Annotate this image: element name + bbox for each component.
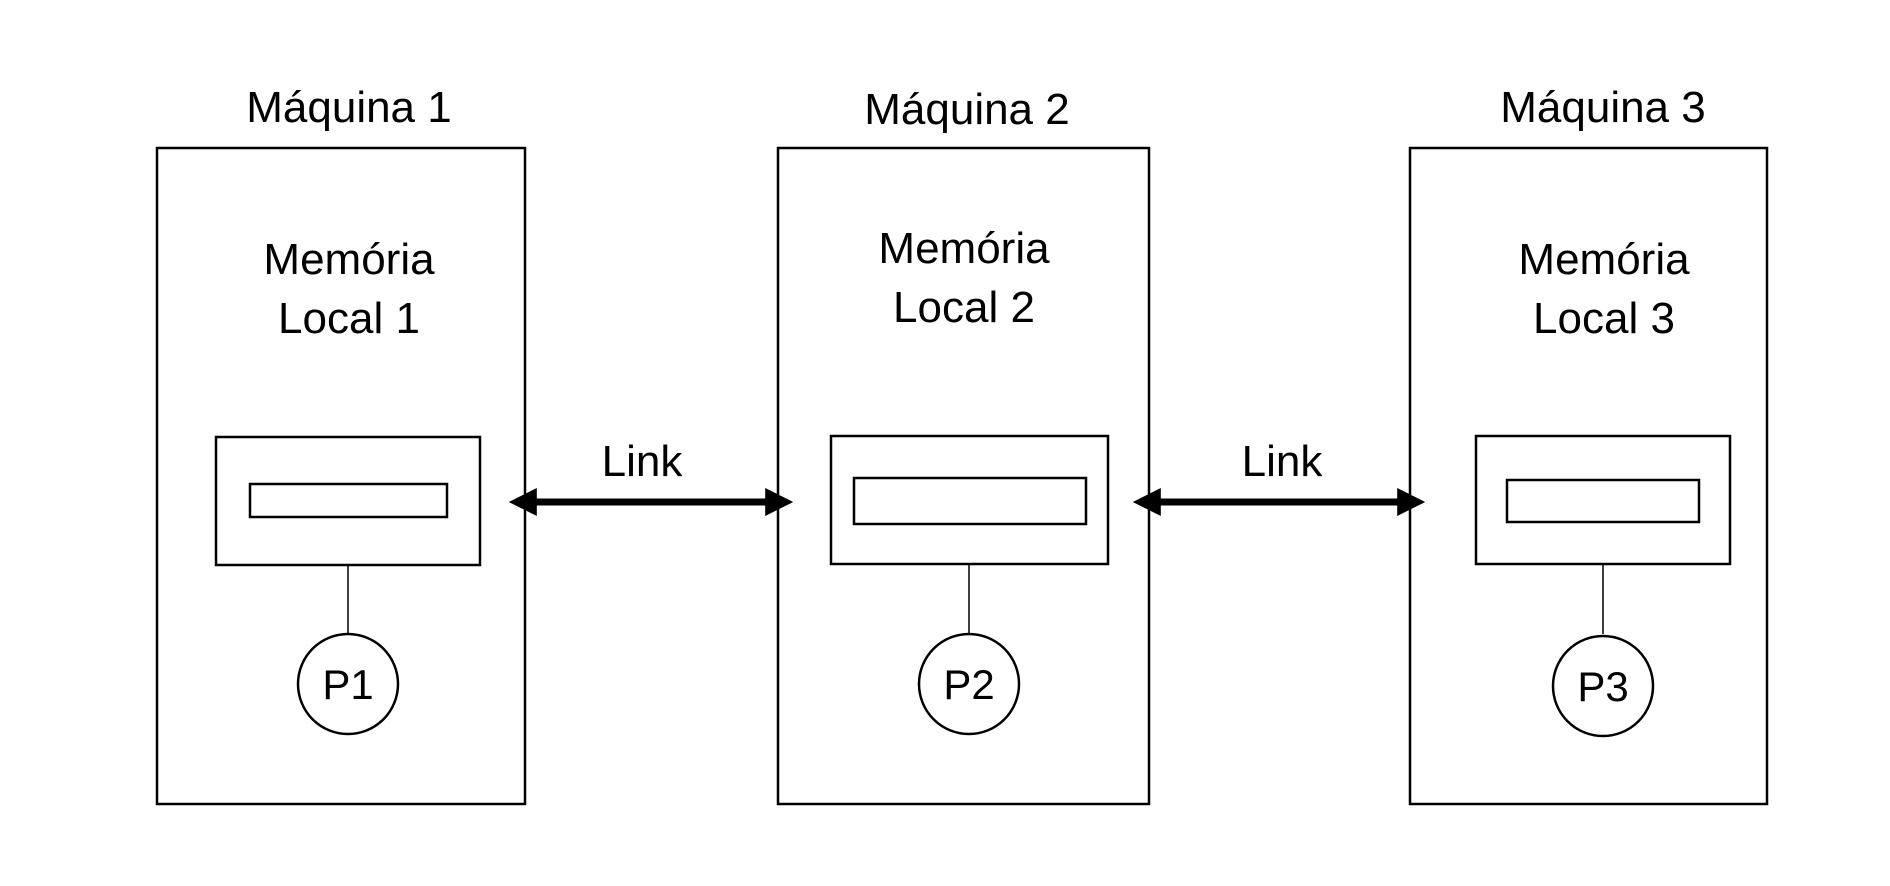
machine-2-memory-outer-box [829, 434, 1110, 566]
machine-2: Máquina 2 Memória Local 2 P2 [776, 85, 1151, 806]
machine-3-box [1408, 146, 1769, 806]
machine-3-memory-outer-box [1474, 434, 1732, 566]
link-2: Link [1132, 437, 1426, 516]
machine-3-processor-label: P3 [1577, 663, 1628, 710]
link-1: Link [508, 437, 794, 516]
machine-1-title: Máquina 1 [246, 83, 451, 132]
machine-1-memory-label-line2: Local 1 [278, 294, 420, 343]
machine-2-memory-label-line1: Memória [878, 224, 1050, 273]
machine-2-memory-inner-box [852, 476, 1088, 526]
machine-1: Máquina 1 Memória Local 1 P1 [155, 83, 527, 806]
machine-1-processor-label: P1 [322, 661, 373, 708]
machine-3-title: Máquina 3 [1500, 83, 1705, 132]
machine-2-box [776, 146, 1151, 806]
machine-1-processor-circle [296, 632, 400, 736]
machine-3-memory-inner-box [1505, 478, 1701, 524]
machine-3-memory-label-line1: Memória [1518, 235, 1690, 284]
link-2-label: Link [1242, 437, 1324, 486]
machine-1-memory-outer-box [214, 435, 482, 567]
machine-2-title: Máquina 2 [864, 85, 1069, 134]
machine-1-memory-label-line1: Memória [263, 235, 435, 284]
link-1-label: Link [602, 437, 684, 486]
machine-3-processor-circle [1551, 634, 1655, 738]
machine-3-memory-label-line2: Local 3 [1533, 294, 1675, 343]
machine-1-box [155, 146, 527, 806]
machine-3: Máquina 3 Memória Local 3 P3 [1408, 83, 1769, 806]
machine-2-memory-label-line2: Local 2 [893, 283, 1035, 332]
machine-1-memory-inner-box [248, 482, 449, 519]
machine-2-processor-label: P2 [943, 661, 994, 708]
machine-2-processor-circle [917, 632, 1021, 736]
